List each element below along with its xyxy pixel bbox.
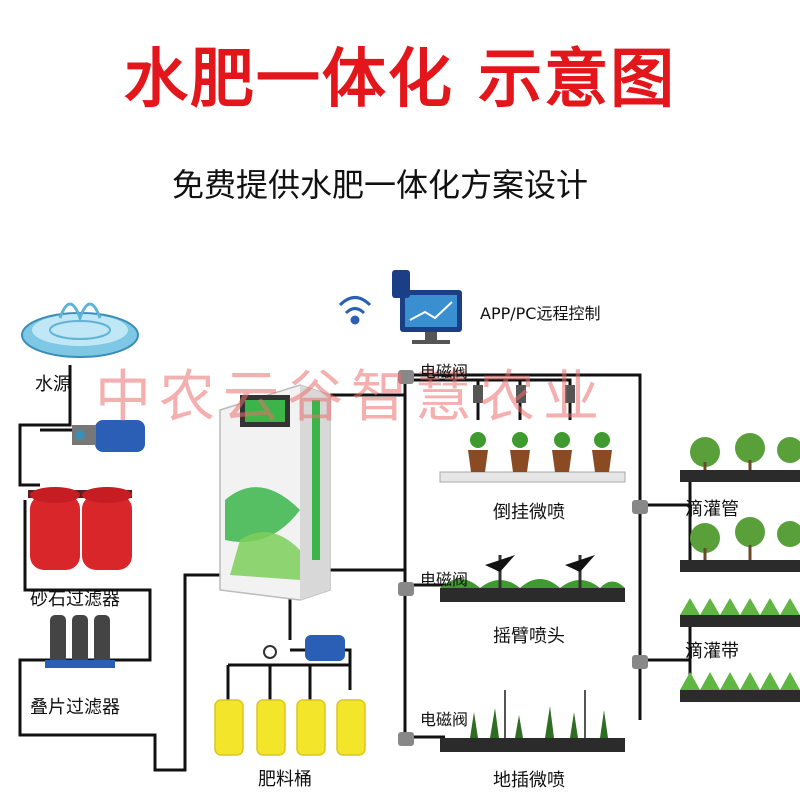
wifi-signal-icon	[338, 296, 372, 325]
drip-pipe-beds	[680, 433, 800, 572]
remote-control-label: APP/PC远程控制	[480, 304, 601, 323]
drip-tape-label: 滴灌带	[685, 641, 739, 662]
watermark-text: 中农云谷智慧农业	[95, 365, 607, 430]
sand-filter-tanks	[28, 487, 132, 570]
hanging-spray-bed	[439, 385, 626, 483]
rocker-sprinkler-bed	[440, 555, 625, 602]
ground-spray-bed	[440, 690, 625, 752]
hanging-micro-spray-label: 倒挂微喷	[493, 502, 565, 523]
control-cabinet	[219, 384, 331, 601]
water-source-basin	[21, 302, 139, 358]
rocker-sprinkler-label: 摇臂喷头	[493, 626, 565, 647]
solenoid-valve-label-3: 电磁阀	[420, 710, 469, 729]
solenoid-valve-label-1: 电磁阀	[420, 362, 469, 381]
fertilizer-pump	[263, 635, 345, 661]
ground-micro-spray-label: 地插微喷	[493, 770, 565, 791]
solenoid-valve-label-2: 电磁阀	[420, 570, 469, 589]
disc-filter-units	[45, 615, 115, 668]
fertilizer-buckets	[214, 699, 366, 756]
disc-filter-label: 叠片过滤器	[30, 697, 120, 718]
drip-pipe-label: 滴灌管	[685, 499, 739, 520]
diagram-title: 水肥一体化 示意图	[123, 43, 677, 117]
main-pump	[72, 420, 145, 452]
sand-filter-label: 砂石过滤器	[30, 589, 120, 610]
computer-monitor-icon	[392, 270, 462, 344]
water-source-label: 水源	[35, 374, 71, 395]
solenoid-valve-icons	[398, 370, 648, 746]
fertilizer-bucket-label: 肥料桶	[258, 769, 312, 790]
drip-tape-beds	[680, 598, 800, 702]
diagram-subtitle: 免费提供水肥一体化方案设计	[171, 166, 588, 204]
